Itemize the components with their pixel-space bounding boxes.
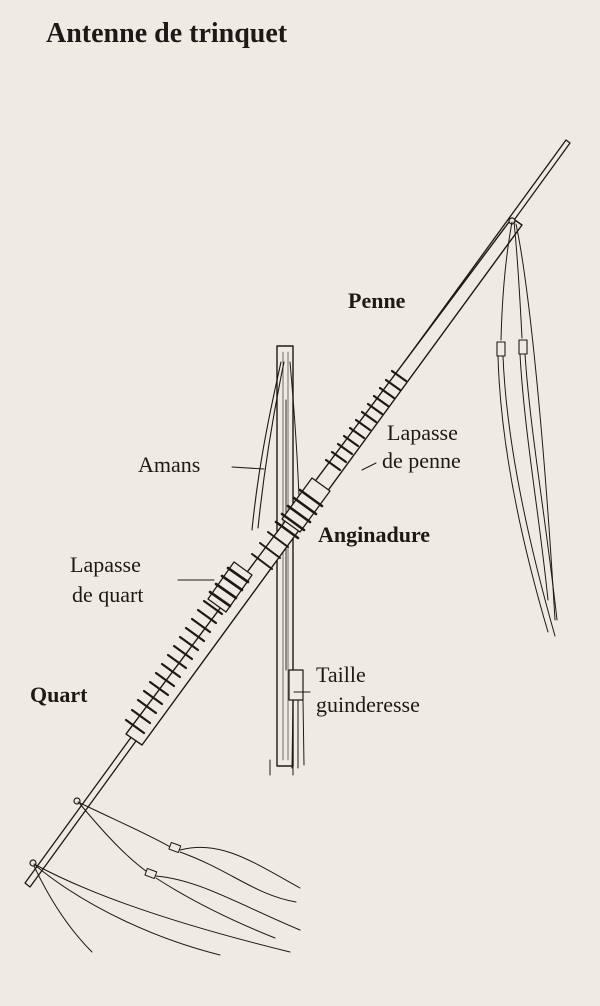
anginadure	[251, 477, 331, 570]
label-lapasse-de-penne-line2: de penne	[382, 448, 461, 473]
penne-ropes	[496, 217, 558, 637]
quart-ropes	[29, 797, 301, 956]
label-lapasse-de-quart-line1: Lapasse	[70, 552, 141, 577]
lapasse-de-penne	[324, 369, 408, 472]
leader-lines	[177, 462, 377, 693]
label-taille-line1: Taille	[316, 662, 366, 687]
label-penne: Penne	[348, 288, 406, 313]
lapasse-de-quart	[124, 561, 253, 735]
label-amans: Amans	[138, 452, 201, 477]
label-anginadure: Anginadure	[318, 522, 431, 547]
label-lapasse-de-quart-line2: de quart	[72, 582, 144, 607]
diagram-title: Antenne de trinquet	[46, 18, 288, 49]
taille-guinderesse	[288, 669, 305, 769]
label-quart: Quart	[30, 682, 88, 707]
label-lapasse-de-penne-line1: Lapasse	[387, 420, 458, 445]
label-taille-line2: guinderesse	[316, 692, 420, 717]
